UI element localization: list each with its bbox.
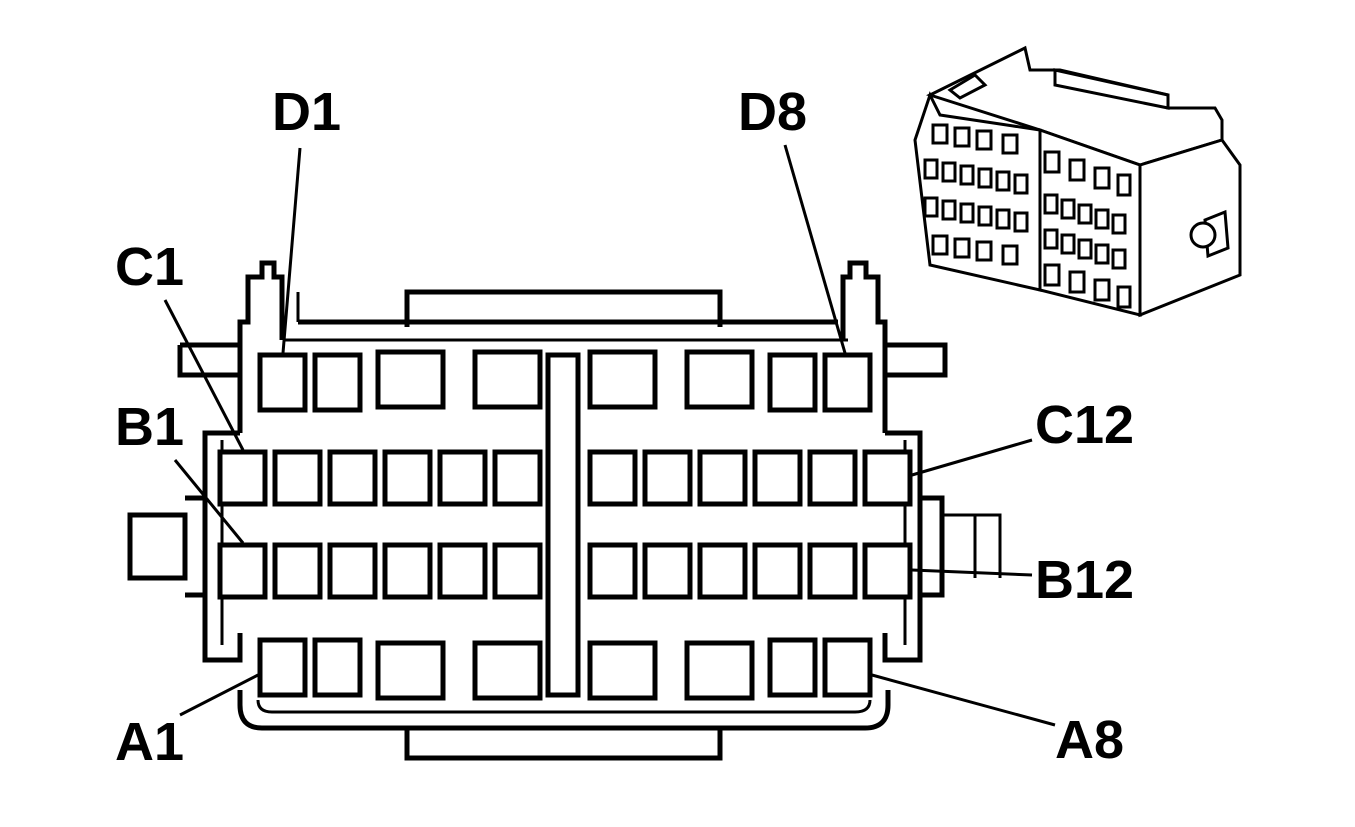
leader-lines	[163, 144, 1056, 727]
connector-isometric-view	[913, 45, 1242, 318]
label-d1: D1	[272, 82, 341, 142]
label-a8: A8	[1055, 710, 1124, 770]
label-b1: B1	[115, 397, 184, 457]
label-d8: D8	[738, 82, 807, 142]
cavity-row-c	[217, 449, 913, 507]
cavity	[587, 349, 658, 410]
cavity	[472, 349, 543, 410]
cavity-row-a	[257, 637, 873, 701]
cavity	[312, 352, 363, 413]
label-a1: A1	[115, 712, 184, 772]
label-c12: C12	[1035, 395, 1134, 455]
cavity	[257, 352, 308, 413]
cavity	[375, 349, 446, 410]
cavity-row-b	[217, 542, 913, 600]
cavity	[822, 352, 873, 413]
connector-face	[127, 260, 1002, 761]
cavity	[767, 352, 818, 413]
cavity	[684, 349, 755, 410]
label-b12: B12	[1035, 550, 1134, 610]
label-c1: C1	[115, 237, 184, 297]
cavity-row-d	[257, 349, 873, 413]
